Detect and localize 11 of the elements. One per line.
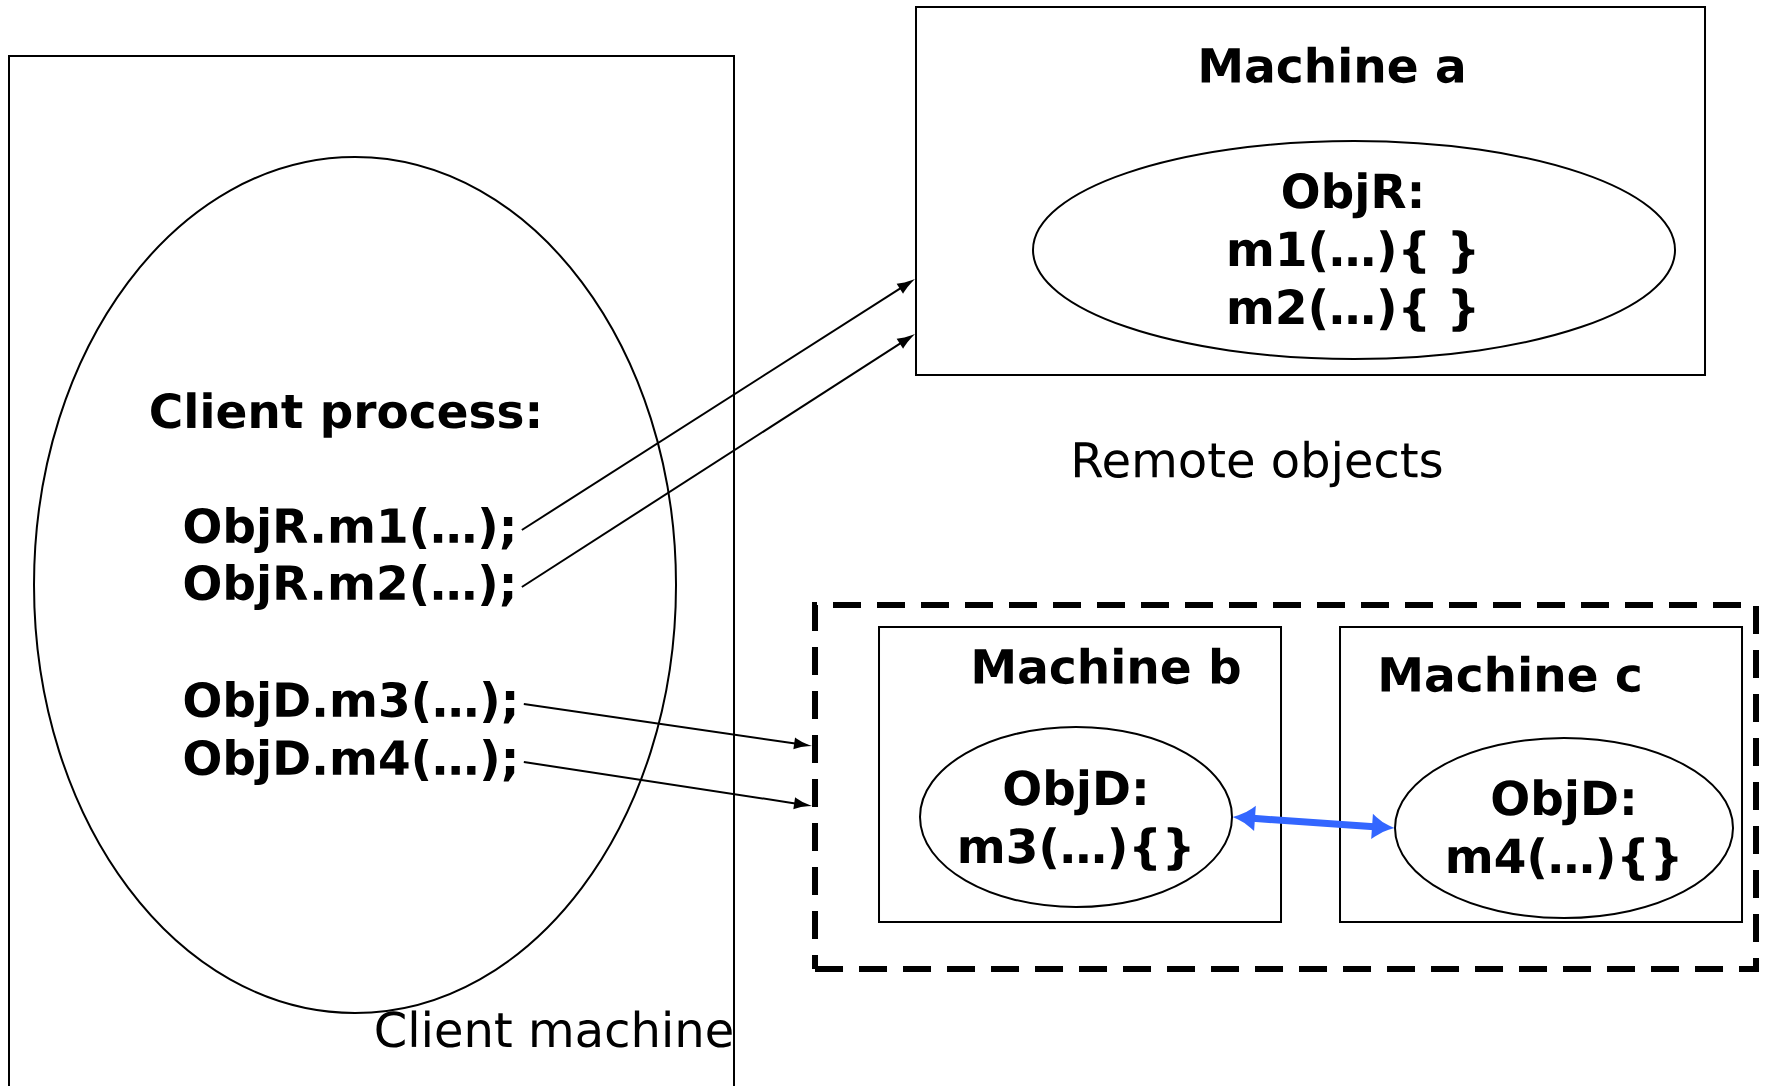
arrow <box>1236 808 1391 837</box>
caption-text: Remote objects <box>1075 440 1442 488</box>
code-line: ObjR.m1(…); <box>184 507 513 553</box>
arrow <box>520 335 913 588</box>
arrow <box>522 703 809 749</box>
arrow <box>522 761 809 809</box>
code-line: ObjD.m3(…); <box>184 681 515 727</box>
code-line: ObjD.m4(…); <box>184 739 515 785</box>
group-box <box>812 602 1759 972</box>
code-line: ObjR.m2(…); <box>184 564 513 610</box>
arrow <box>520 280 913 531</box>
